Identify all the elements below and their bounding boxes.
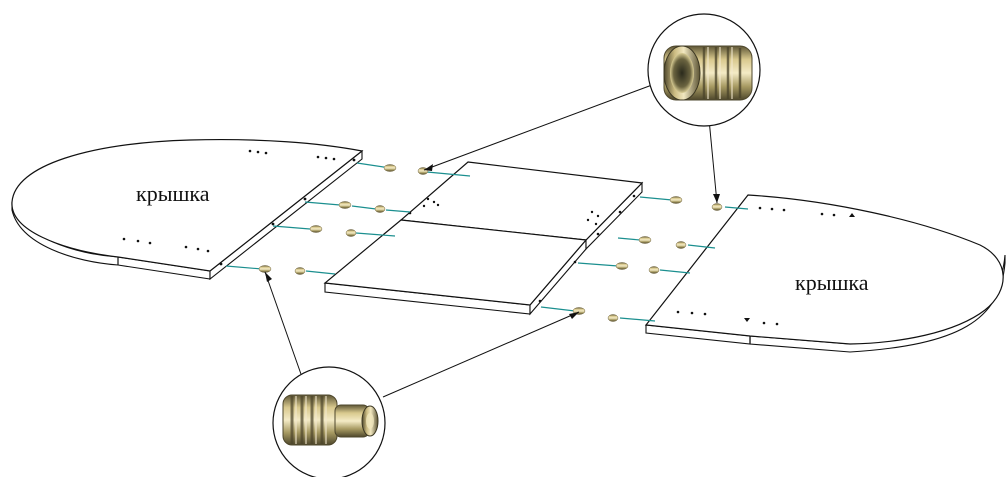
dowel-icon xyxy=(338,201,352,209)
left-tabletop-surface xyxy=(11,138,364,272)
dowel-icon xyxy=(309,225,323,233)
dowel-icon xyxy=(615,262,629,270)
dowel-icon xyxy=(711,203,723,211)
dowel-icon xyxy=(607,314,619,322)
lower-insert-panel xyxy=(323,219,588,306)
threaded-dowel-callout xyxy=(272,366,386,477)
dowel-guide-lines xyxy=(225,162,749,322)
right-tabletop-holes xyxy=(676,206,855,326)
center-insert-panels xyxy=(323,161,644,316)
right-tabletop-surface xyxy=(644,194,1004,345)
dowel-icon xyxy=(258,265,272,273)
left-tabletop-label: крышка xyxy=(136,181,210,206)
sleeve-nut-callout xyxy=(647,13,761,127)
left-tabletop: крышка xyxy=(11,138,364,281)
dowel-icon xyxy=(669,196,683,204)
dowel-icon xyxy=(294,267,306,275)
dowel-icon xyxy=(345,229,357,237)
dowel-icon xyxy=(374,205,386,213)
callout-leaders xyxy=(264,84,720,398)
left-tabletop-holes xyxy=(122,149,356,266)
dowel-fittings xyxy=(258,164,723,322)
threaded-dowel-icon xyxy=(282,394,379,446)
right-tabletop: крышка xyxy=(644,194,1006,353)
sleeve-nut-icon xyxy=(663,45,753,101)
right-tabletop-label: крышка xyxy=(795,270,869,295)
insert-panel-holes xyxy=(408,194,636,303)
dowel-icon xyxy=(638,236,652,244)
dowel-icon xyxy=(383,164,397,172)
dowel-icon xyxy=(648,266,660,274)
dowel-icon xyxy=(675,241,687,249)
